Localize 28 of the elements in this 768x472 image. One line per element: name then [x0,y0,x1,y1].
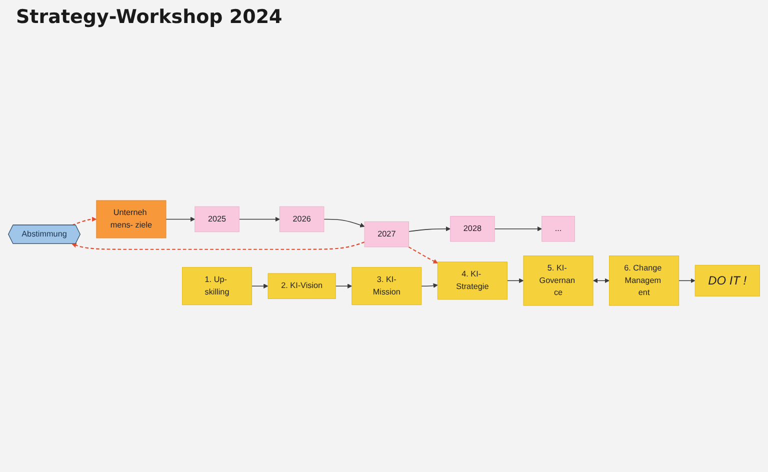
node-box: Unterneh mens- ziele [96,200,166,238]
arrow [678,278,696,284]
arrow [238,216,280,222]
node-box: DO IT ! [694,264,760,296]
arrow [593,278,610,284]
node-box: 3. KI-Mission [352,267,422,306]
arrow [324,218,365,228]
node-box: 6. Change Managem ent [609,256,680,306]
arrow [72,216,97,226]
arrow [251,284,268,288]
node-box: 2. KI-Vision [268,273,336,299]
arrow [506,278,524,284]
node-box: 2028 [450,216,495,242]
diagram-title: Strategy-Workshop 2024 [16,6,282,28]
node-box: 4. KI- Strategie [437,262,508,300]
arrow [408,246,438,264]
node-box: 5. KI- Governan ce [523,256,594,306]
arrow [335,284,352,288]
arrow [421,283,438,288]
node-box: 2025 [194,206,240,232]
arrow [166,216,196,222]
arrow [72,242,365,250]
node-box: ... [542,216,575,242]
arrow [408,226,451,232]
arrow [494,226,542,232]
node-box: 1. Up- skilling [182,267,252,306]
node-box: 2027 [364,221,410,248]
node-box: 2026 [279,206,324,232]
